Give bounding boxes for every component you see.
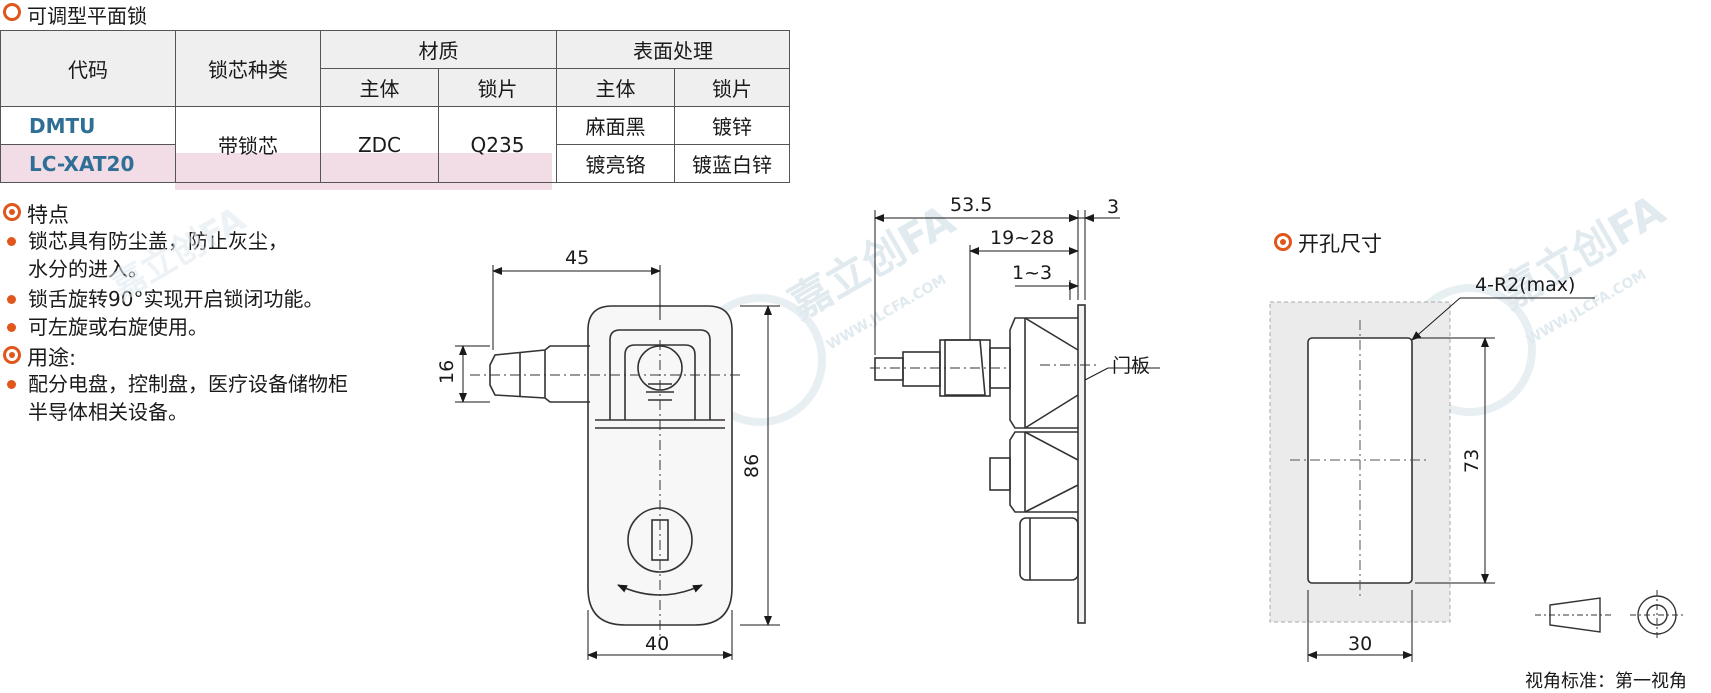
dim-front-height: 86 [741, 454, 763, 478]
watermark-brand-3: 嘉立创FA [105, 199, 253, 308]
cutout-bullet-icon [1274, 233, 1292, 251]
projection-symbol-icon [1535, 590, 1684, 640]
projection-note: 视角标准：第一视角 [1525, 671, 1687, 692]
dim-cutout-radius: 4-R2(max) [1475, 274, 1575, 296]
cutout-view [1269, 301, 1451, 623]
cutout-dimensions [1307, 297, 1595, 662]
bullet-icon [7, 295, 16, 304]
feature-line-1: 锁芯具有防尘盖，防止灰尘， [28, 229, 288, 253]
dim-side-plate: 3 [1107, 196, 1119, 218]
surface-body-2: 镀亮铬 [556, 144, 675, 183]
cutout-title: 开孔尺寸 [1298, 232, 1382, 256]
header-code: 代码 [0, 30, 176, 107]
surface-plate-1: 镀锌 [674, 106, 790, 145]
usage-line-2: 半导体相关设备。 [28, 400, 188, 424]
title-bullet-icon [3, 3, 21, 21]
side-dimensions [874, 210, 1160, 381]
dim-side-total: 53.5 [950, 194, 992, 216]
bullet-icon [7, 380, 16, 389]
dim-cutout-width: 30 [1348, 633, 1372, 655]
dim-side-adjust: 19~28 [990, 227, 1054, 249]
watermark-brand-2: 嘉立创FA [1491, 185, 1674, 319]
surface-plate-2: 镀蓝白锌 [674, 144, 790, 183]
features-title: 特点 [27, 203, 69, 227]
spec-table: 代码 锁芯种类 材质 表面处理 主体 锁片 主体 锁片 DMTU 带锁芯 ZDC… [0, 30, 790, 183]
features-bullet-icon [3, 203, 21, 221]
watermark-brand: 嘉立创FA [781, 195, 964, 329]
code-line-2: LC-XAT20 [0, 144, 176, 183]
dim-front-width-top: 45 [565, 247, 589, 269]
page-title: 可调型平面锁 [27, 4, 147, 28]
bullet-icon [7, 237, 16, 246]
feature-line-2: 水分的进入。 [28, 257, 148, 281]
feature-line-3: 锁舌旋转90°实现开启锁闭功能。 [28, 287, 324, 311]
code-line-1: DMTU [0, 106, 176, 145]
surface-body-1: 麻面黑 [556, 106, 675, 145]
dim-front-width-bottom: 40 [645, 633, 669, 655]
feature-line-4: 可左旋或右旋使用。 [28, 315, 208, 339]
side-view [870, 304, 1100, 624]
header-core-type: 锁芯种类 [175, 30, 321, 107]
header-surface-plate: 锁片 [674, 68, 790, 107]
usage-title: 用途: [27, 346, 77, 370]
usage-bullet-icon [3, 346, 21, 364]
dim-front-tongue: 16 [436, 360, 458, 384]
bullet-icon [7, 323, 16, 332]
header-material-plate: 锁片 [438, 68, 557, 107]
dim-cutout-height: 73 [1461, 449, 1483, 473]
header-surface: 表面处理 [556, 30, 790, 69]
material-body-value: ZDC [320, 106, 439, 183]
front-view [470, 305, 740, 640]
usage-line-1: 配分电盘，控制盘，医疗设备储物柜 [28, 372, 348, 396]
front-dimensions [455, 265, 780, 660]
dim-side-step: 1~3 [1012, 262, 1052, 284]
label-door-plate: 门板 [1112, 355, 1150, 377]
